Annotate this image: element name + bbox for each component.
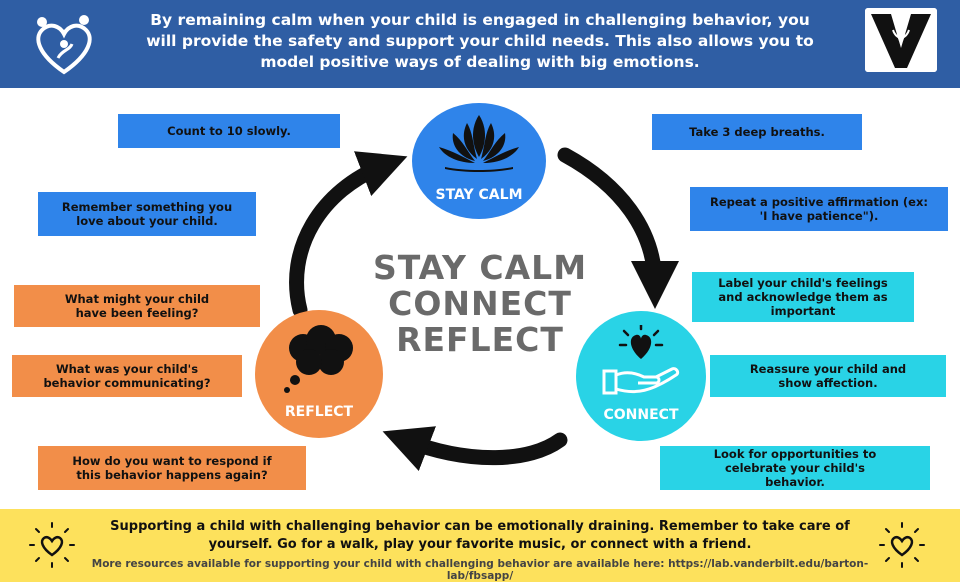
connect-circle: CONNECT [576,311,706,441]
tip-reassure: Reassure your child and show affection. [710,355,946,397]
footer-self-care-message: Supporting a child with challenging beha… [110,519,850,552]
center-title-line2: CONNECT [388,284,572,323]
footer-banner: Supporting a child with challenging beha… [0,509,960,582]
tip-label-feelings: Label your child's feelings and acknowle… [692,272,914,322]
arrow-reflect-to-calm [289,151,408,318]
tip-child-feeling: What might your child have been feeling? [14,285,260,327]
thought-cloud-icon [284,325,353,393]
vanderbilt-v-logo [865,8,937,72]
tip-celebrate: Look for opportunities to celebrate your… [660,446,930,490]
tip-respond-again: How do you want to respond if this behav… [38,446,306,490]
tip-remember-love: Remember something you love about your c… [38,192,256,236]
reflect-label: REFLECT [284,404,354,420]
center-title: STAY CALM CONNECT REFLECT [330,250,630,358]
center-title-line1: STAY CALM [372,248,588,287]
connect-label: CONNECT [603,407,679,423]
family-heart-icon [36,15,92,75]
hand-heart-icon [602,325,680,395]
reflect-circle: REFLECT [255,310,383,438]
tip-deep-breaths: Take 3 deep breaths. [652,114,862,150]
arrow-calm-to-connect [557,147,679,309]
stay-calm-circle: STAY CALM [412,103,546,219]
center-title-line3: REFLECT [396,320,564,359]
heart-icon [29,522,75,568]
lotus-icon [439,115,519,172]
heart-icon [879,522,925,568]
header-banner: By remaining calm when your child is eng… [0,0,960,88]
header-message: By remaining calm when your child is eng… [146,11,814,71]
footer-resources-link[interactable]: More resources available for supporting … [91,558,869,582]
tip-count-to-ten: Count to 10 slowly. [118,114,340,148]
arrow-connect-to-reflect [382,426,568,472]
stay-calm-label: STAY CALM [435,187,523,203]
tip-affirmation: Repeat a positive affirmation (ex: 'I ha… [690,187,948,231]
tip-behavior-communicating: What was your child's behavior communica… [12,355,242,397]
